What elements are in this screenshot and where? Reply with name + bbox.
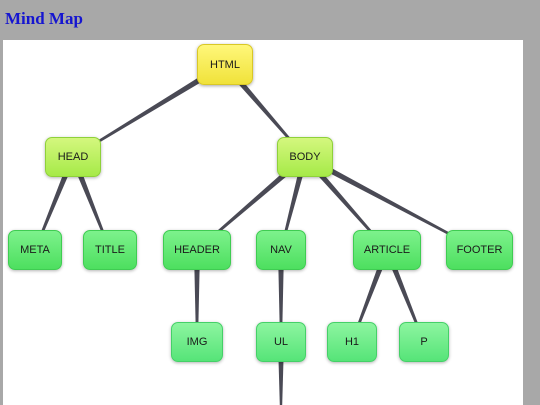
node-body[interactable]: BODY <box>277 137 333 177</box>
edge-html-head <box>72 61 227 158</box>
mind-map-edges <box>34 61 480 405</box>
page-title: Mind Map <box>5 9 83 28</box>
node-p[interactable]: P <box>399 322 449 362</box>
edge-body-header <box>196 154 307 251</box>
edge-body-nav <box>280 156 308 251</box>
edge-article-h1 <box>351 248 390 343</box>
node-footer[interactable]: FOOTER <box>446 230 513 270</box>
edge-head-title <box>70 155 111 251</box>
node-img[interactable]: IMG <box>171 322 223 362</box>
node-ul[interactable]: UL <box>256 322 306 362</box>
node-h1[interactable]: H1 <box>327 322 377 362</box>
edge-body-article <box>302 155 388 251</box>
edge-head-meta <box>34 155 76 251</box>
node-header[interactable]: HEADER <box>163 230 231 270</box>
mind-map-canvas[interactable]: HTML HEAD BODY META TITLE HEADER NAV ART… <box>3 40 523 405</box>
edge-body-footer <box>303 154 480 251</box>
node-meta[interactable]: META <box>8 230 62 270</box>
node-head[interactable]: HEAD <box>45 137 101 177</box>
node-html[interactable]: HTML <box>197 44 253 85</box>
node-nav[interactable]: NAV <box>256 230 306 270</box>
node-title[interactable]: TITLE <box>83 230 137 270</box>
edge-header-img <box>194 250 200 342</box>
node-article[interactable]: ARTICLE <box>353 230 421 270</box>
edge-html-body <box>222 62 306 158</box>
edge-article-p <box>384 248 425 343</box>
edge-nav-ul <box>278 250 284 342</box>
